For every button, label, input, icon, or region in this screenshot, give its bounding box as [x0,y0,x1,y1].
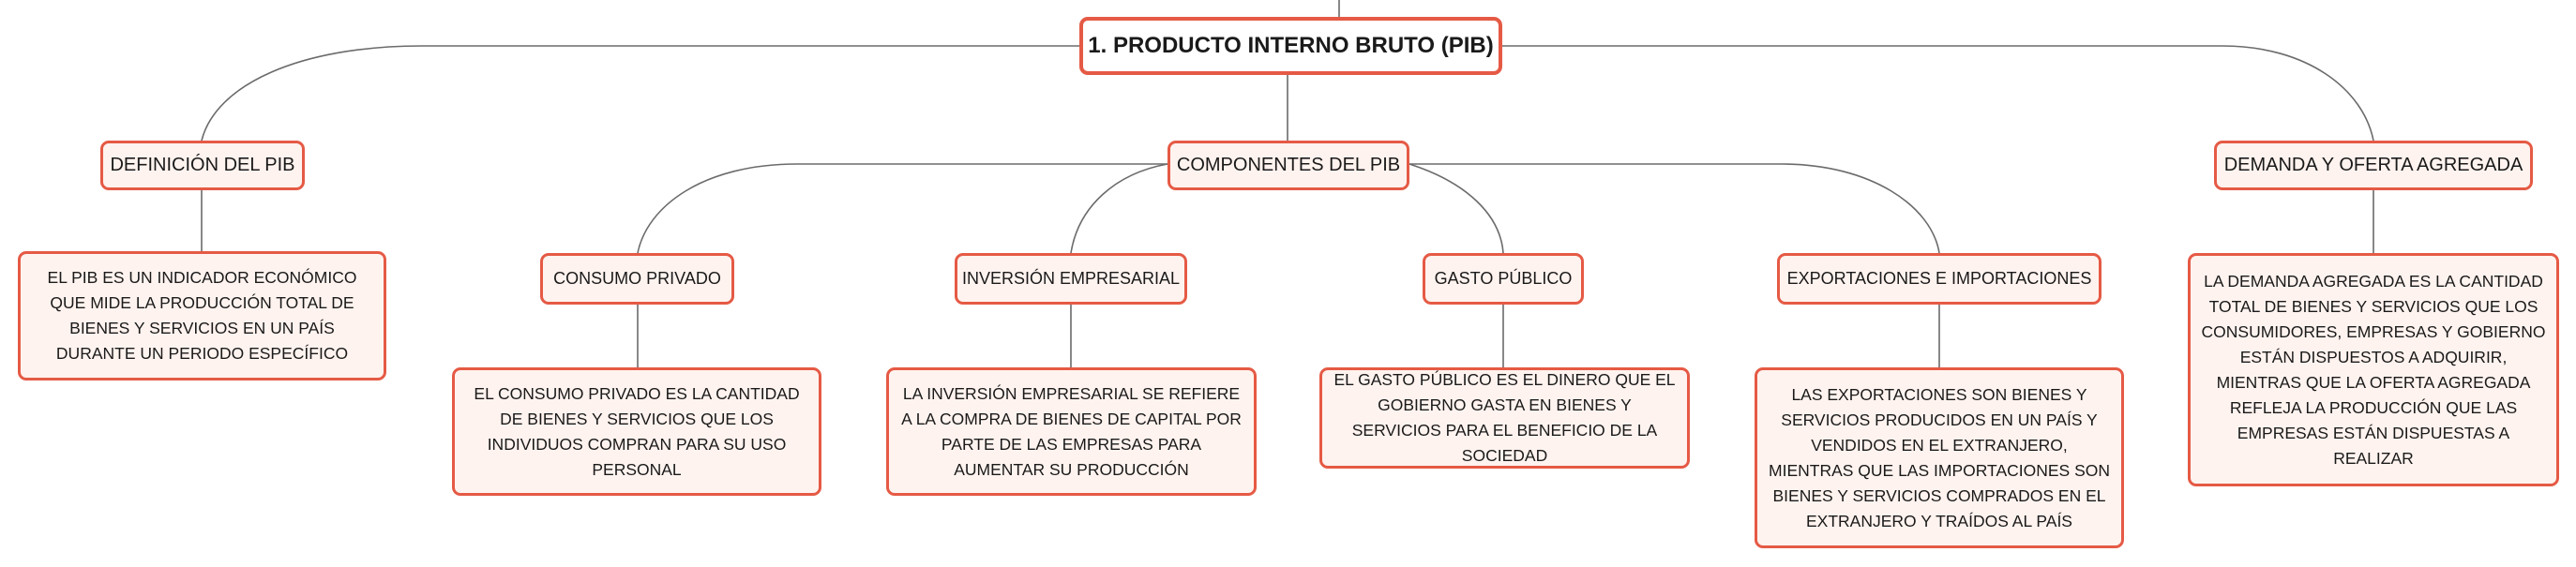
sub-exportaciones-importaciones[interactable]: EXPORTACIONES E IMPORTACIONES [1777,253,2101,305]
topic-componentes[interactable]: COMPONENTES DEL PIB [1167,141,1409,190]
sub-consumo-privado[interactable]: CONSUMO PRIVADO [540,253,734,305]
sub-gasto-publico[interactable]: GASTO PÚBLICO [1423,253,1584,305]
note-definicion: EL PIB ES UN INDICADOR ECONÓMICO QUE MID… [18,251,386,380]
note-gasto-publico: EL GASTO PÚBLICO ES EL DINERO QUE EL GOB… [1319,367,1690,469]
connector-componentes-gasto [1409,163,1504,254]
root-node[interactable]: 1. PRODUCTO INTERNO BRUTO (PIB) [1079,17,1502,75]
note-exportaciones-importaciones: LAS EXPORTACIONES SON BIENES Y SERVICIOS… [1755,367,2124,548]
topic-demanda-oferta[interactable]: DEMANDA Y OFERTA AGREGADA [2214,141,2533,190]
note-inversion-empresarial: LA INVERSIÓN EMPRESARIAL SE REFIERE A LA… [886,367,1257,496]
connector-componentes-consumo [637,163,1167,254]
connector-root-demanda [1502,45,2374,142]
connector-root-definicion [201,45,1079,142]
connector-componentes-inversion [1070,163,1168,254]
topic-definicion[interactable]: DEFINICIÓN DEL PIB [100,141,305,190]
connector-componentes-exportaciones [1409,163,1940,254]
note-demanda-oferta: LA DEMANDA AGREGADA ES LA CANTIDAD TOTAL… [2188,253,2559,486]
note-consumo-privado: EL CONSUMO PRIVADO ES LA CANTIDAD DE BIE… [452,367,821,496]
sub-inversion-empresarial[interactable]: INVERSIÓN EMPRESARIAL [955,253,1187,305]
